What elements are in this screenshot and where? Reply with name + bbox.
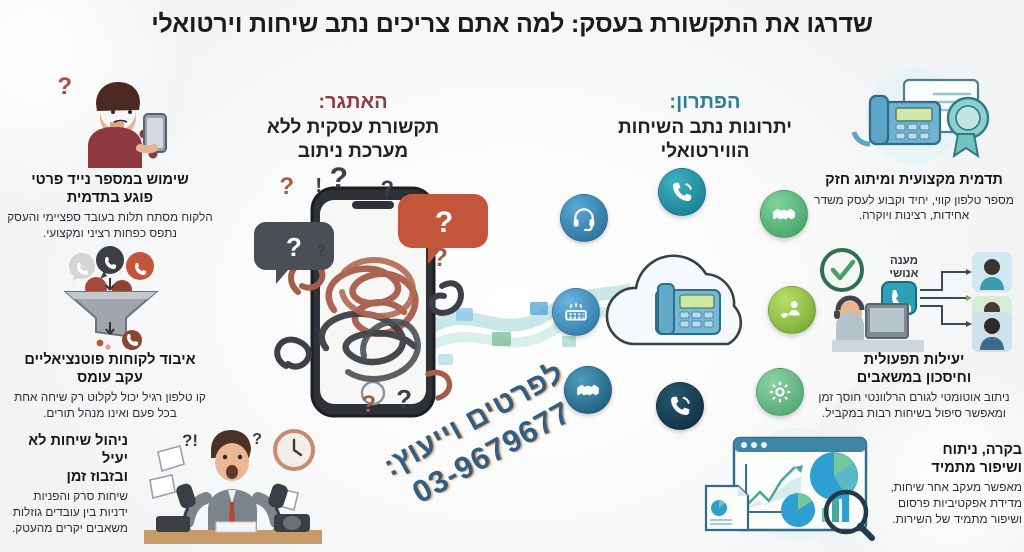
svg-text:?: ? bbox=[330, 162, 348, 195]
lost-leads-heading: איבוד לקוחות פוטנציאליים עקב עומס bbox=[4, 352, 216, 387]
benefit-card-analytics: בקרה, ניתוח ושיפור מתמיד מאפשר מעקב אחר … bbox=[692, 424, 1022, 546]
gear-icon bbox=[756, 368, 804, 416]
time-waste-body: שיחות סרק והפניות ידניות בין עובדים גוזל… bbox=[12, 489, 128, 535]
server-rack-icon bbox=[552, 288, 600, 336]
challenge-subtitle-line2: מערכת ניתוב bbox=[297, 140, 409, 162]
privacy-heading-line2: פוגע בתדמית bbox=[66, 189, 154, 206]
solution-column-header: הפתרון: יתרונות נתב השיחות הווירטואלי bbox=[578, 90, 832, 163]
time-waste-heading-line1: ניהול שיחות לא יעיל bbox=[28, 433, 128, 467]
lost-leads-heading-line1: איבוד לקוחות פוטנציאליים bbox=[24, 352, 196, 368]
benefit-card-branding: תדמית מקצועית ומיתוג חזק מספר טלפון קווי… bbox=[808, 64, 1020, 224]
problem-card-time-waste: !? ? ניהול שיחות לא יעיל ובזבוז זמן שיחו… bbox=[2, 424, 332, 546]
svg-text:?: ? bbox=[361, 391, 376, 418]
svg-text:?: ? bbox=[381, 176, 394, 201]
dashboard-charts-icon bbox=[692, 424, 884, 546]
solution-kicker: הפתרון: bbox=[669, 91, 741, 113]
solution-subtitle-line2: הווירטואלי bbox=[660, 140, 750, 162]
svg-text:!: ! bbox=[315, 175, 322, 197]
efficiency-heading: יעילות תפעולית וחיסכון במשאבים bbox=[808, 352, 1020, 387]
svg-text:?: ? bbox=[396, 384, 412, 414]
privacy-heading: שימוש במספר נייד פרטי פוגע בתדמית bbox=[4, 172, 216, 207]
svg-text:?: ? bbox=[432, 242, 448, 272]
challenge-subtitle-line1: תקשורת עסקית ללא bbox=[266, 117, 440, 139]
time-waste-heading-line2: ובזבוז זמן bbox=[66, 468, 128, 485]
funnel-lost-calls-icon bbox=[4, 244, 216, 352]
handshake-icon bbox=[760, 190, 808, 238]
svg-text:?: ? bbox=[279, 173, 294, 200]
efficiency-badge-line2: אנושי bbox=[889, 268, 918, 280]
svg-text:?: ? bbox=[435, 206, 453, 239]
analytics-body: מאפשר מעקב אחר שיחות, מדידת אפקטיביות פר… bbox=[890, 480, 1023, 527]
analytics-heading-line1: בקרה, ניתוח bbox=[942, 442, 1022, 459]
svg-text:?: ? bbox=[286, 232, 302, 262]
solution-subtitle-line1: יתרונות נתב השיחות bbox=[618, 117, 792, 139]
svg-text:?: ? bbox=[57, 73, 72, 100]
headset-icon bbox=[560, 194, 608, 242]
problem-card-privacy: ? שימוש במספר נייד פרטי פוגע בתדמית הלקו… bbox=[4, 64, 216, 242]
lost-leads-body: קו טלפון רגיל יכול לקלוט רק שיחה אחת בכל… bbox=[14, 390, 206, 421]
efficiency-heading-line2: וחיסכון במשאבים bbox=[856, 369, 972, 386]
benefit-card-efficiency: מענה אנושי bbox=[808, 244, 1020, 422]
analytics-heading-line2: ושיפור מתמיד bbox=[931, 459, 1022, 476]
analytics-heading: בקרה, ניתוח ושיפור מתמיד bbox=[890, 442, 1022, 477]
lost-leads-heading-line2: עקב עומס bbox=[77, 369, 143, 386]
privacy-body: הלקוח מסתח תלות בעובד ספציימי והעסק נתפס… bbox=[7, 210, 213, 241]
phone-ring-icon bbox=[656, 382, 704, 430]
cloud-pbx-illustration bbox=[548, 168, 816, 430]
stressed-worker-phones-icon: !? ? bbox=[134, 424, 332, 546]
challenge-kicker: האתגר: bbox=[318, 91, 388, 113]
privacy-heading-line1: שימוש במספר נייד פרטי bbox=[31, 172, 189, 188]
cloud-phone-graphic bbox=[605, 254, 743, 346]
branding-body: מספר טלפון קווי, יחיד וקבוע לעסק משדר אח… bbox=[814, 192, 1014, 223]
svg-text:?: ? bbox=[252, 431, 262, 448]
problem-card-lost-leads: איבוד לקוחות פוטנציאליים עקב עומס קו טלפ… bbox=[4, 244, 216, 422]
efficiency-body: ניתוב אוטומטי לגורם הרלוונטי חוסך זמן ומ… bbox=[818, 390, 1010, 421]
handshake-deal-icon bbox=[564, 366, 612, 414]
efficiency-heading-line1: יעילות תפעולית bbox=[863, 352, 965, 368]
desk-phone-certificate-icon bbox=[808, 64, 1020, 172]
customer-care-icon bbox=[768, 286, 816, 334]
person-with-phone-icon: ? bbox=[4, 64, 216, 172]
efficiency-badge-line1: מענה bbox=[890, 255, 918, 267]
phone-call-icon bbox=[658, 168, 706, 216]
tangled-cables-smartphone-illustration: ? ? ? ? ? ? ? ? ! ? bbox=[252, 160, 512, 430]
svg-text:!?: !? bbox=[182, 431, 198, 450]
challenge-column-header: האתגר: תקשורת עסקית ללא מערכת ניתוב bbox=[228, 90, 478, 163]
svg-text:?: ? bbox=[316, 243, 326, 260]
agent-routing-icon: מענה אנושי bbox=[808, 244, 1020, 352]
branding-heading: תדמית מקצועית ומיתוג חזק bbox=[825, 172, 1003, 188]
time-waste-heading: ניהול שיחות לא יעיל ובזבוז זמן bbox=[2, 433, 128, 486]
page-title: שדרגו את התקשורת בעסק: למה אתם צריכים נת… bbox=[151, 10, 873, 38]
